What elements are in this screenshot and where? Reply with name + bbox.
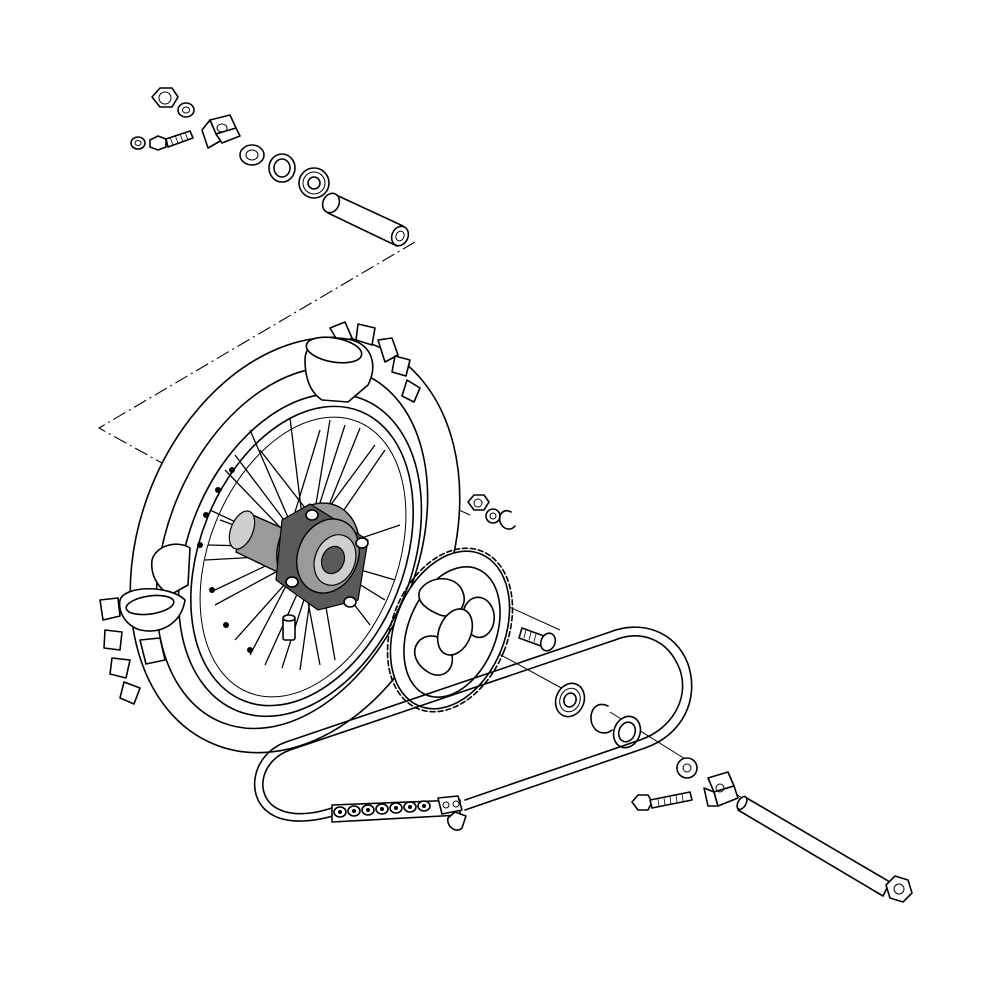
circlip — [498, 509, 516, 530]
axle — [736, 795, 913, 903]
circlip — [590, 703, 613, 734]
collar — [239, 144, 265, 166]
master-link — [437, 795, 467, 831]
rim — [177, 392, 423, 718]
drive-chain — [253, 626, 693, 823]
bearing — [554, 682, 586, 718]
adjuster-bolt — [649, 791, 693, 809]
chain-adjuster-block — [201, 114, 241, 149]
chain-adjuster-block — [703, 771, 739, 807]
bearing — [298, 167, 330, 199]
rim-lock — [118, 543, 191, 632]
sprocket-bolt — [518, 627, 557, 652]
oil-seal — [268, 153, 296, 183]
washer — [485, 508, 501, 524]
axle-nut — [631, 794, 653, 811]
spacer-tube — [321, 192, 410, 247]
rim-lock — [304, 336, 374, 403]
valve-stem — [282, 614, 296, 641]
sprocket-nut — [467, 494, 490, 511]
hub — [228, 502, 369, 611]
washer — [177, 102, 195, 118]
collar — [676, 757, 698, 779]
rear-sprocket — [386, 547, 514, 713]
axle-nut — [151, 87, 179, 108]
adjuster-bolt — [130, 130, 194, 151]
oil-seal — [612, 715, 642, 749]
